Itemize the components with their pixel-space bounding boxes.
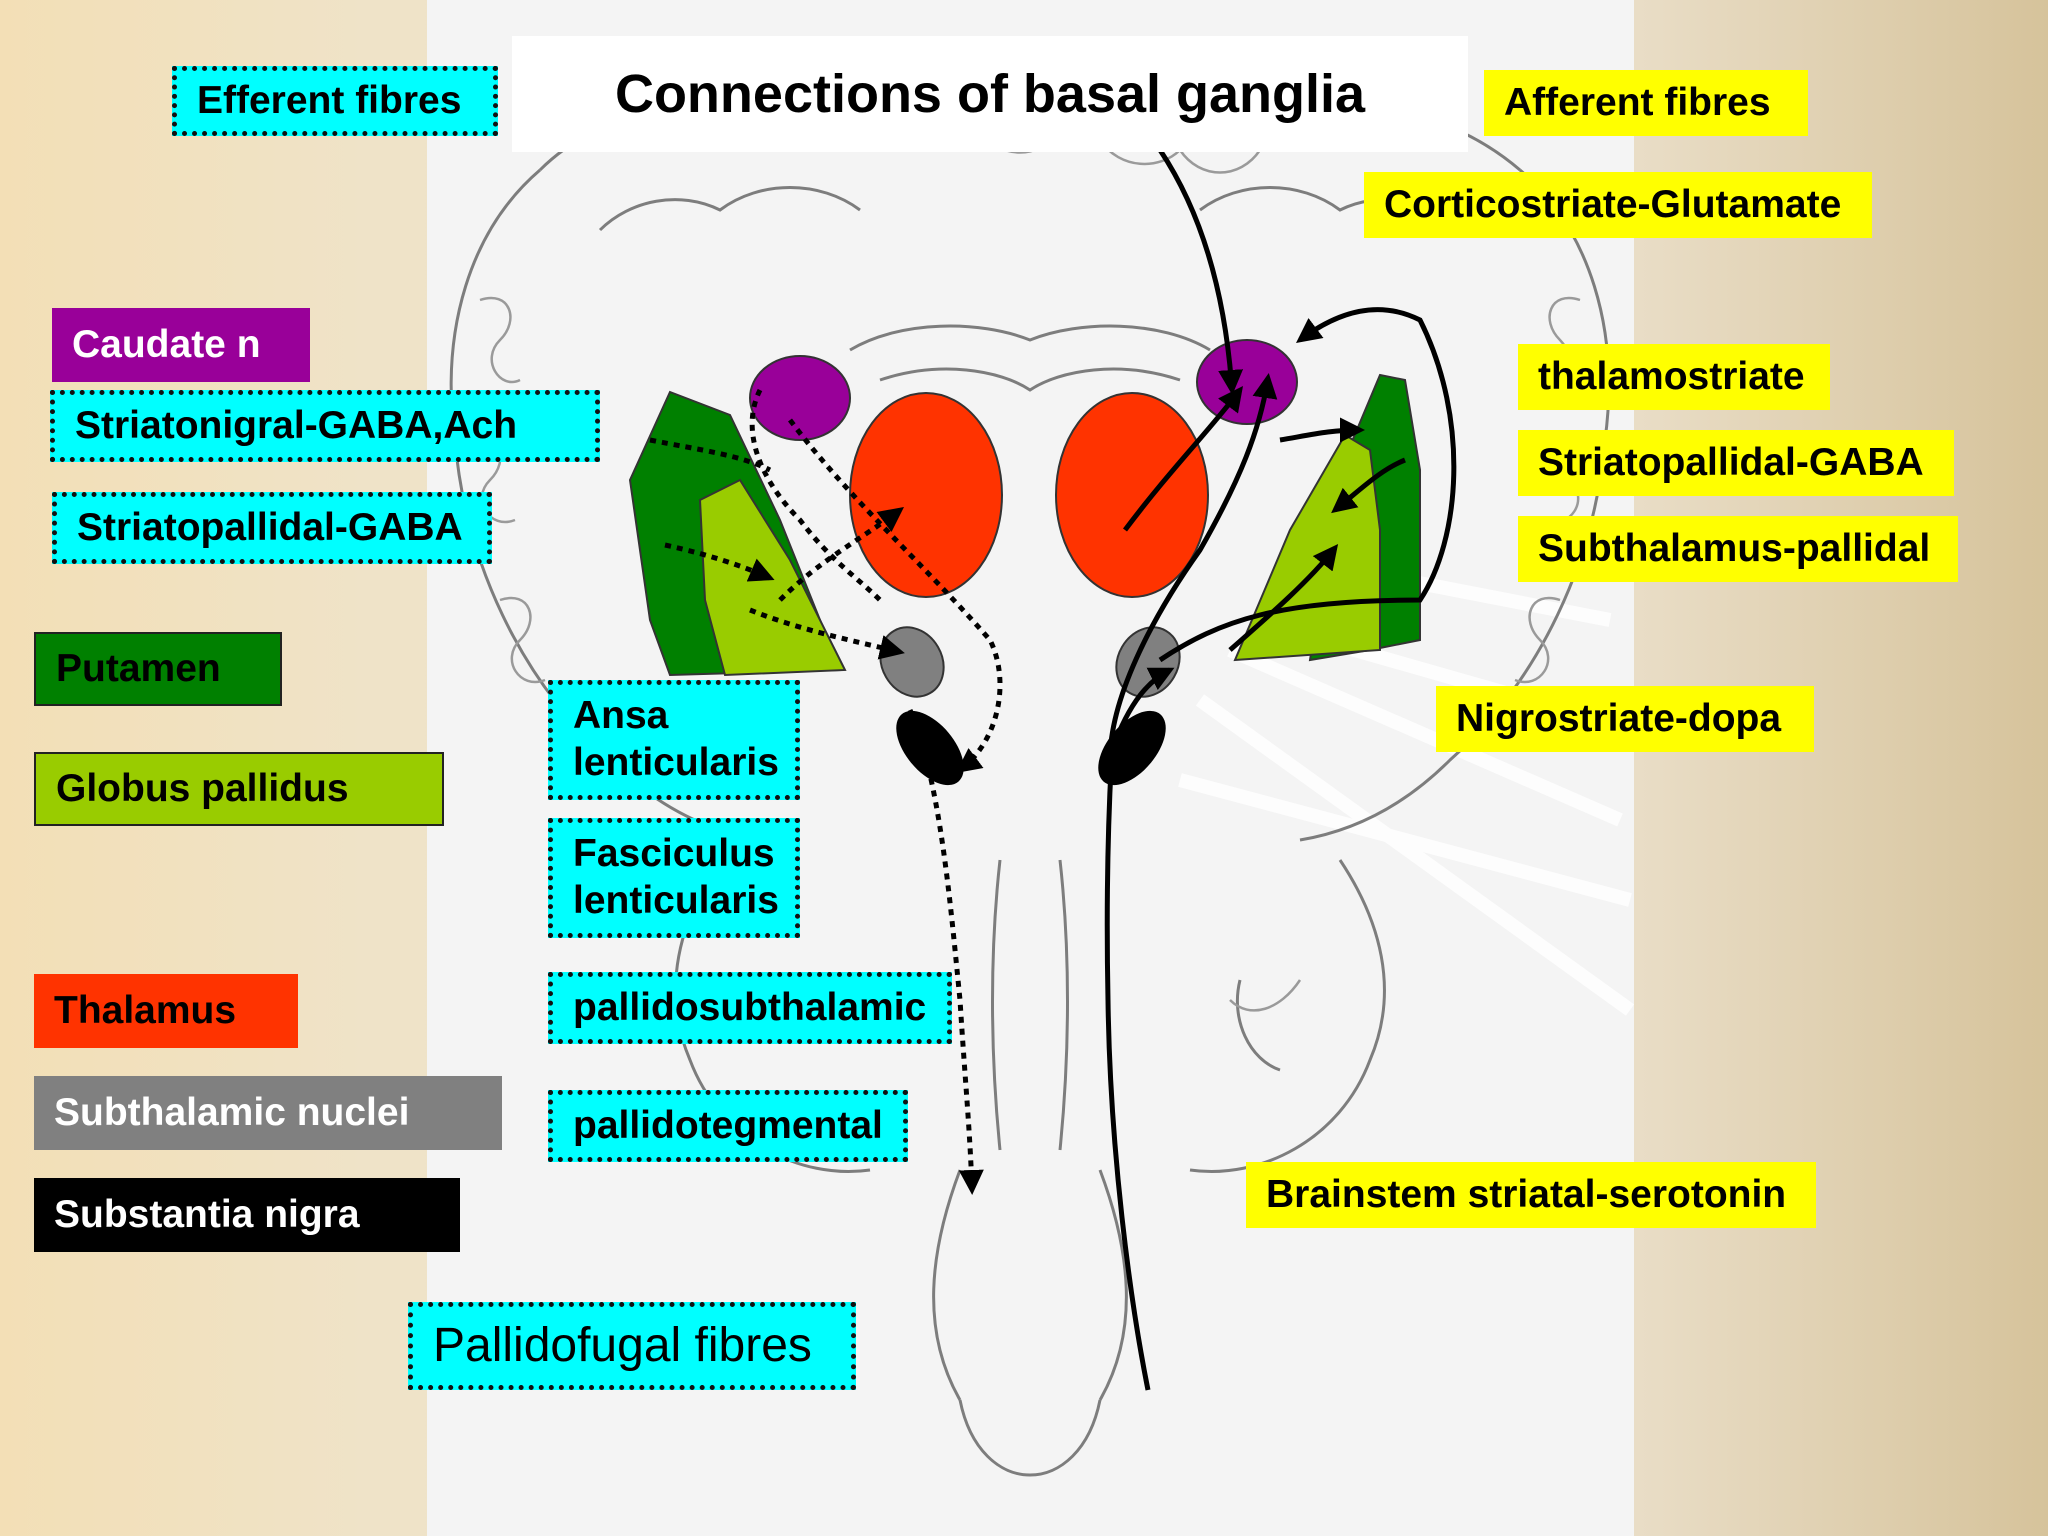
legend-thalamus: Thalamus [34,974,298,1048]
afferent-brainstem-striatal: Brainstem striatal-serotonin [1246,1162,1816,1228]
pallidofugal-pallidotegmental: pallidotegmental [548,1090,908,1162]
pallidofugal-fibres-heading: Pallidofugal fibres [408,1302,856,1390]
ansa-line-1: Ansa [573,694,669,738]
page-title: Connections of basal ganglia [512,36,1468,152]
pallidofugal-pallidosubthalamic: pallidosubthalamic [548,972,952,1044]
right-substantia-nigra [1098,710,1166,786]
legend-globus-pallidus: Globus pallidus [34,752,444,826]
afferent-fibres-heading: Afferent fibres [1484,70,1808,136]
right-caudate-nucleus [1196,339,1298,425]
afferent-nigrostriate: Nigrostriate-dopa [1436,686,1814,752]
afferent-thalamostriate: thalamostriate [1518,344,1830,410]
efferent-paths [649,388,1003,1195]
afferent-corticostriate: Corticostriate-Glutamate [1364,172,1872,238]
left-substantia-nigra [896,710,964,786]
left-thalamus [849,392,1003,598]
left-caudate-nucleus [749,355,851,441]
fasciculus-line-1: Fasciculus [573,832,775,876]
afferent-paths [1104,148,1457,1391]
efferent-fibres-heading: Efferent fibres [172,66,498,136]
legend-caudate: Caudate n [52,308,310,382]
fasciculus-line-2: lenticularis [573,879,779,922]
legend-subthalamic-nuclei: Subthalamic nuclei [34,1076,502,1150]
legend-putamen: Putamen [34,632,282,706]
pallidofugal-fasciculus-lenticularis: Fasciculus lenticularis [548,818,800,938]
pallidofugal-ansa-lenticularis: Ansa lenticularis [548,680,800,800]
right-thalamus [1055,392,1209,598]
afferent-striatopallidal: Striatopallidal-GABA [1518,430,1954,496]
efferent-striatonigral: Striatonigral-GABA,Ach [50,390,600,462]
efferent-striatopallidal: Striatopallidal-GABA [52,492,492,564]
ansa-line-2: lenticularis [573,741,779,784]
afferent-subthalamus-pallidal: Subthalamus-pallidal [1518,516,1958,582]
legend-substantia-nigra: Substantia nigra [34,1178,460,1252]
